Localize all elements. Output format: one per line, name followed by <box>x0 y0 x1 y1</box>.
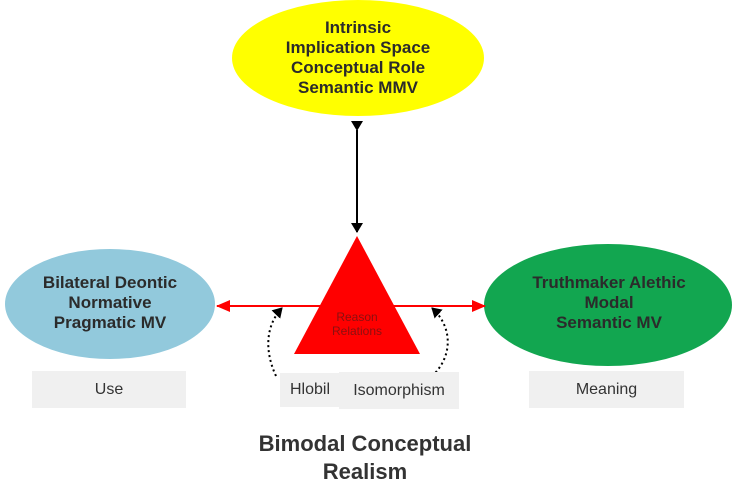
right-node-line: Truthmaker Alethic <box>532 273 686 292</box>
left-node-ellipse <box>5 249 215 359</box>
title-line: Realism <box>322 459 408 484</box>
center-triangle <box>294 236 420 354</box>
left-node-text: Bilateral Deontic Normative Pragmatic MV <box>5 270 215 336</box>
right-node-text: Truthmaker Alethic Modal Semantic MV <box>486 270 732 336</box>
isomorphism-label: Isomorphism <box>339 372 459 409</box>
center-node-line: Relations <box>331 324 383 338</box>
left-node-line: Pragmatic MV <box>53 313 167 332</box>
right-node-line: Modal <box>584 293 634 312</box>
top-node-line: Intrinsic <box>324 18 392 37</box>
hlobil-label: Hlobil <box>280 373 340 407</box>
top-node-text: Intrinsic Implication Space Conceptual R… <box>232 8 484 108</box>
use-label: Use <box>32 371 186 408</box>
center-node-text: Reason Relations <box>317 310 397 338</box>
diagram-title: Bimodal Conceptual Realism <box>220 430 510 486</box>
top-node-line: Conceptual Role <box>290 58 426 77</box>
center-node-line: Reason <box>336 310 378 324</box>
left-node-line: Normative <box>68 293 152 312</box>
top-node-line: Semantic MMV <box>298 78 418 97</box>
left-node-line: Bilateral Deontic <box>42 273 178 292</box>
top-node-line: Implication Space <box>285 38 431 57</box>
isomorphism-dotted-arrow <box>431 307 449 377</box>
meaning-label: Meaning <box>529 371 684 408</box>
title-line: Bimodal Conceptual <box>258 431 472 456</box>
hlobil-dotted-arrow <box>267 307 283 377</box>
top-node-ellipse <box>232 0 484 116</box>
right-node-ellipse <box>484 244 732 366</box>
right-node-line: Semantic MV <box>556 313 662 332</box>
